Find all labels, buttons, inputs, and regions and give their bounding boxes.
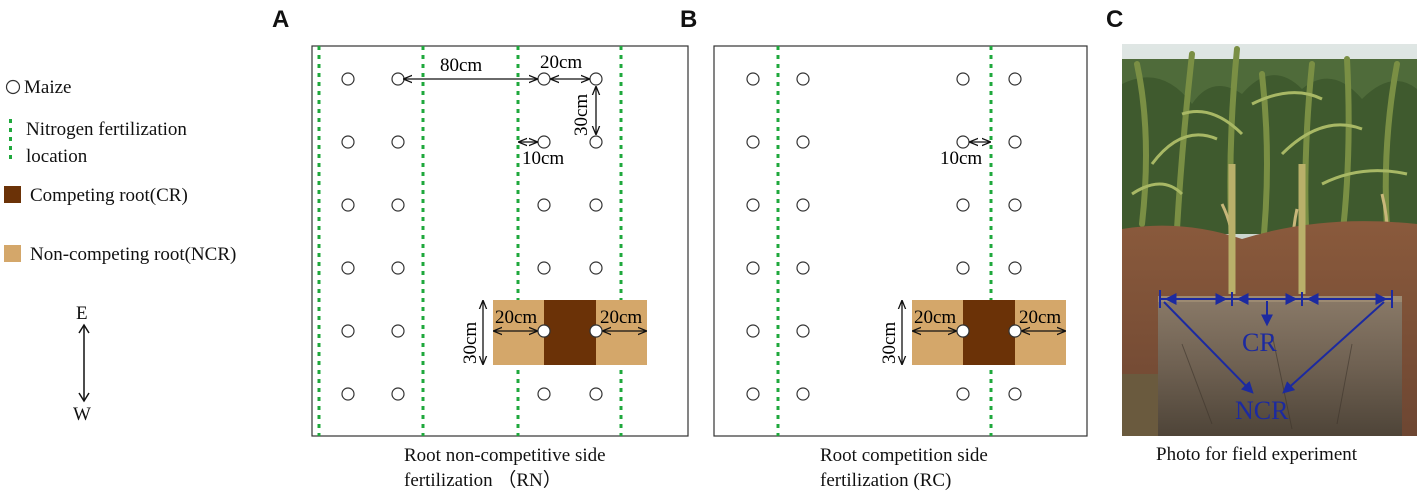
- caption-b-line1: Root competition side: [820, 445, 988, 466]
- photo-label-cr: CR: [1242, 328, 1277, 357]
- caption-b-line2: fertilization (RC): [820, 470, 952, 491]
- dim-10cm-label: 10cm: [940, 148, 982, 169]
- nitrogen-lines: [317, 46, 623, 436]
- legend-maize-label: Maize: [24, 77, 72, 98]
- diagram-b: 10cm 30cm 20cm 20cm: [713, 45, 1088, 437]
- competing-root-zone: [544, 300, 596, 365]
- dim-20cm-top-label: 20cm: [540, 52, 582, 73]
- field-photo: CR NCR: [1122, 44, 1417, 436]
- diagram-a: 80cm 20cm 30cm 10cm 30cm 20cm 20cm: [311, 45, 689, 437]
- soil-profile-face: [1158, 296, 1402, 436]
- maize-stems: [1228, 164, 1306, 294]
- field-plot-border: [713, 45, 1088, 437]
- panel-label-a: A: [272, 6, 290, 33]
- dimension-arrows: [902, 142, 1065, 364]
- dim-30cm-side-label: 30cm: [571, 94, 592, 136]
- dim-20cm-right-label: 20cm: [1019, 307, 1061, 328]
- dim-20cm-left-label: 20cm: [914, 307, 956, 328]
- caption-a-line1: Root non-competitive side: [404, 445, 606, 466]
- non-competing-root-swatch: [4, 245, 21, 262]
- dimension-arrows: [404, 79, 646, 364]
- maize-foliage: [1122, 46, 1417, 295]
- competing-root-swatch: [4, 186, 21, 203]
- panel-label-c: C: [1106, 6, 1124, 33]
- compass-east-label: E: [76, 303, 88, 324]
- legend-non-competing-root-label: Non-competing root(NCR): [30, 244, 237, 265]
- legend-nitrogen-label-1: Nitrogen fertilization: [26, 119, 187, 140]
- panel-label-b: B: [680, 6, 698, 33]
- dim-30cm-box-label: 30cm: [460, 322, 481, 364]
- dim-30cm-box-label: 30cm: [879, 322, 900, 364]
- legend-competing-root-label: Competing root(CR): [30, 185, 188, 206]
- photo-label-ncr: NCR: [1235, 396, 1289, 425]
- photo-annotation-arrows: [1159, 290, 1393, 394]
- maize-legend-icon: [5, 79, 21, 95]
- dim-20cm-right-label: 20cm: [600, 307, 642, 328]
- dim-20cm-left-label: 20cm: [495, 307, 537, 328]
- field-plot-border: [311, 45, 689, 437]
- caption-c: Photo for field experiment: [1156, 444, 1358, 465]
- nitrogen-legend-icon: [9, 119, 12, 159]
- compass-arrow-icon: [78, 323, 90, 403]
- competing-root-zone: [963, 300, 1015, 365]
- legend-nitrogen-label-2: location: [26, 146, 88, 167]
- dim-80cm-label: 80cm: [440, 55, 482, 76]
- compass-west-label: W: [73, 404, 91, 425]
- dim-10cm-label: 10cm: [522, 148, 564, 169]
- caption-a-line2: fertilization （RN）: [404, 470, 562, 491]
- maize-plants: [746, 72, 1022, 401]
- nitrogen-lines: [776, 46, 993, 436]
